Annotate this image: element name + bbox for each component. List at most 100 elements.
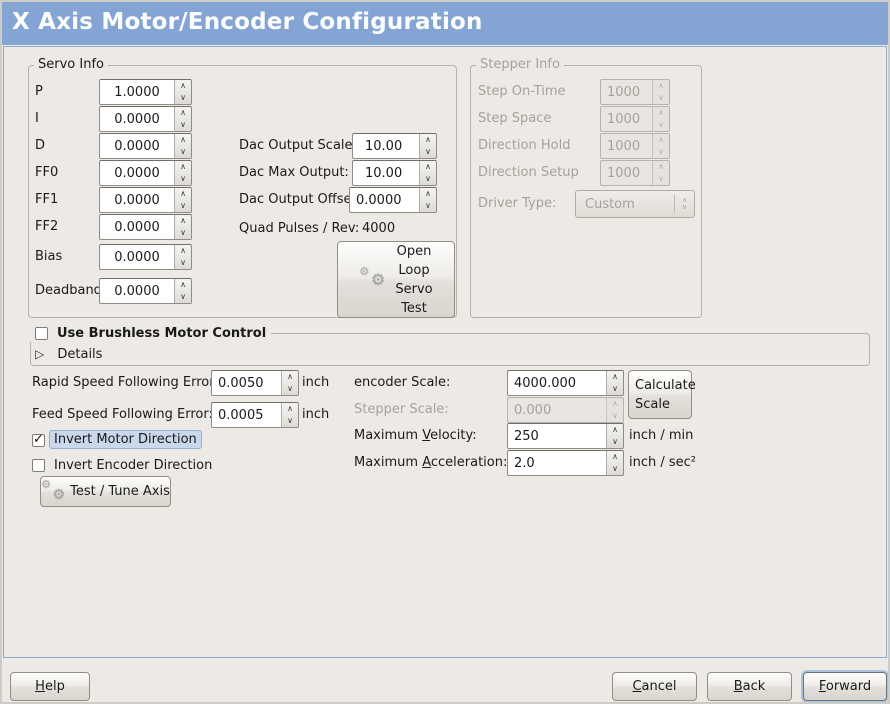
spin-down-icon[interactable]: ∨ [180, 292, 186, 301]
expander-triangle-icon[interactable]: ▷ [35, 347, 45, 361]
ff2-spinbox[interactable]: 0.0000 ∧∨ [99, 214, 192, 240]
ff2-spin-buttons[interactable]: ∧∨ [174, 215, 191, 239]
cancel-button[interactable]: Cancel [612, 672, 697, 701]
spin-down-icon[interactable]: ∨ [180, 120, 186, 129]
step-space-value: 1000 [607, 111, 641, 127]
p-value[interactable]: 1.0000 [114, 84, 160, 100]
dac-output-offset-value[interactable]: 0.0000 [356, 192, 402, 208]
use-brushless-checkbox[interactable] [35, 326, 48, 340]
feed-error-value[interactable]: 0.0005 [218, 407, 264, 423]
max-velocity-spin-buttons[interactable]: ∧∨ [606, 424, 623, 448]
bias-spinbox[interactable]: 0.0000 ∧∨ [99, 244, 192, 270]
encoder-scale-value[interactable]: 4000.000 [514, 375, 577, 391]
max-acceleration-spinbox[interactable]: 2.0 ∧∨ [507, 450, 624, 476]
p-spinbox[interactable]: 1.0000 ∧∨ [99, 79, 192, 105]
d-spinbox[interactable]: 0.0000 ∧∨ [99, 133, 192, 159]
bias-value[interactable]: 0.0000 [114, 249, 160, 265]
invert-motor-checkbox[interactable]: ✓ [32, 432, 45, 447]
i-spinbox[interactable]: 0.0000 ∧∨ [99, 106, 192, 132]
details-label[interactable]: Details [57, 347, 103, 362]
spin-up-icon[interactable]: ∧ [180, 189, 186, 198]
ff0-spinbox[interactable]: 0.0000 ∧∨ [99, 160, 192, 186]
spin-down-icon[interactable]: ∨ [425, 174, 431, 183]
invert-encoder-checkbox[interactable] [32, 459, 45, 472]
rapid-error-spinbox[interactable]: 0.0050 ∧∨ [211, 370, 299, 396]
d-value[interactable]: 0.0000 [114, 138, 160, 154]
spin-up-icon[interactable]: ∧ [612, 372, 618, 381]
spin-up-icon[interactable]: ∧ [425, 162, 431, 171]
dac-max-output-spinbox[interactable]: 10.00 ∧∨ [352, 160, 437, 186]
spin-down-icon[interactable]: ∨ [180, 147, 186, 156]
spin-up-icon[interactable]: ∧ [425, 189, 431, 198]
spin-up-icon[interactable]: ∧ [180, 246, 186, 255]
spin-down-icon[interactable]: ∨ [612, 437, 618, 446]
forward-button[interactable]: Forward [803, 672, 887, 701]
test-tune-axis-button[interactable]: ⚙⚙ Test / Tune Axis [40, 476, 171, 507]
spin-up-icon[interactable]: ∧ [612, 452, 618, 461]
invert-motor-label[interactable]: Invert Motor Direction [49, 430, 202, 449]
bias-spin-buttons[interactable]: ∧∨ [174, 245, 191, 269]
dac-max-output-value[interactable]: 10.00 [365, 165, 403, 181]
dac-output-scale-spinbox[interactable]: 10.00 ∧∨ [352, 133, 437, 159]
encoder-scale-spinbox[interactable]: 4000.000 ∧∨ [507, 370, 624, 396]
deadband-spin-buttons[interactable]: ∧∨ [174, 279, 191, 303]
rapid-error-spin-buttons[interactable]: ∧∨ [281, 371, 298, 395]
p-spin-buttons[interactable]: ∧∨ [174, 80, 191, 104]
spin-down-icon[interactable]: ∨ [180, 228, 186, 237]
deadband-value[interactable]: 0.0000 [114, 283, 160, 299]
spin-down-icon[interactable]: ∨ [180, 201, 186, 210]
use-brushless-label[interactable]: Use Brushless Motor Control [57, 325, 267, 341]
ff1-spinbox[interactable]: 0.0000 ∧∨ [99, 187, 192, 213]
ff0-value[interactable]: 0.0000 [114, 165, 160, 181]
dac-max-output-spin-buttons[interactable]: ∧∨ [419, 161, 436, 185]
spin-up-icon[interactable]: ∧ [612, 425, 618, 434]
dac-output-scale-value[interactable]: 10.00 [365, 138, 403, 154]
max-acceleration-value[interactable]: 2.0 [514, 455, 535, 471]
spin-up-icon[interactable]: ∧ [180, 81, 186, 90]
spin-down-icon[interactable]: ∨ [612, 464, 618, 473]
invert-encoder-label[interactable]: Invert Encoder Direction [54, 458, 213, 473]
back-button[interactable]: Back [707, 672, 792, 701]
feed-error-spin-buttons[interactable]: ∧∨ [281, 403, 298, 427]
dac-output-scale-spin-buttons[interactable]: ∧∨ [419, 134, 436, 158]
spin-up-icon[interactable]: ∧ [287, 404, 293, 413]
max-velocity-value[interactable]: 250 [514, 428, 539, 444]
dac-output-offset-spinbox[interactable]: 0.0000 ∧∨ [349, 187, 437, 213]
spin-down-icon[interactable]: ∨ [180, 174, 186, 183]
spin-up-icon[interactable]: ∧ [425, 135, 431, 144]
spin-up-icon[interactable]: ∧ [180, 162, 186, 171]
rapid-error-value[interactable]: 0.0050 [218, 375, 264, 391]
spin-down-icon[interactable]: ∨ [612, 384, 618, 393]
spin-down-icon[interactable]: ∨ [287, 416, 293, 425]
details-expander[interactable]: ▷ Details [35, 347, 102, 362]
help-button[interactable]: Help [10, 672, 90, 701]
spin-up-icon[interactable]: ∧ [180, 108, 186, 117]
spin-up-icon[interactable]: ∧ [180, 135, 186, 144]
dac-output-offset-spin-buttons[interactable]: ∧∨ [419, 188, 436, 212]
ff1-value[interactable]: 0.0000 [114, 192, 160, 208]
spin-down-icon[interactable]: ∨ [287, 384, 293, 393]
calculate-scale-button[interactable]: Calculate Scale [628, 370, 696, 419]
max-acceleration-spin-buttons[interactable]: ∧∨ [606, 451, 623, 475]
spin-up-icon[interactable]: ∧ [180, 280, 186, 289]
brushless-checkbox-row[interactable]: Use Brushless Motor Control [30, 324, 272, 342]
ff1-spin-buttons[interactable]: ∧∨ [174, 188, 191, 212]
i-value[interactable]: 0.0000 [114, 111, 160, 127]
spin-down-icon[interactable]: ∨ [180, 93, 186, 102]
step-space-spin-buttons: ∧∨ [652, 107, 669, 131]
spin-down-icon[interactable]: ∨ [425, 147, 431, 156]
deadband-spinbox[interactable]: 0.0000 ∧∨ [99, 278, 192, 304]
feed-error-spinbox[interactable]: 0.0005 ∧∨ [211, 402, 299, 428]
spin-up-icon[interactable]: ∧ [180, 216, 186, 225]
encoder-scale-spin-buttons[interactable]: ∧∨ [606, 371, 623, 395]
open-loop-servo-test-button[interactable]: ⚙⚙ Open Loop Servo Test [337, 241, 455, 318]
dac-max-output-label: Dac Max Output: [239, 165, 349, 180]
spin-down-icon[interactable]: ∨ [180, 258, 186, 267]
d-spin-buttons[interactable]: ∧∨ [174, 134, 191, 158]
spin-up-icon[interactable]: ∧ [287, 372, 293, 381]
i-spin-buttons[interactable]: ∧∨ [174, 107, 191, 131]
spin-down-icon[interactable]: ∨ [425, 201, 431, 210]
ff0-spin-buttons[interactable]: ∧∨ [174, 161, 191, 185]
ff2-value[interactable]: 0.0000 [114, 219, 160, 235]
max-velocity-spinbox[interactable]: 250 ∧∨ [507, 423, 624, 449]
